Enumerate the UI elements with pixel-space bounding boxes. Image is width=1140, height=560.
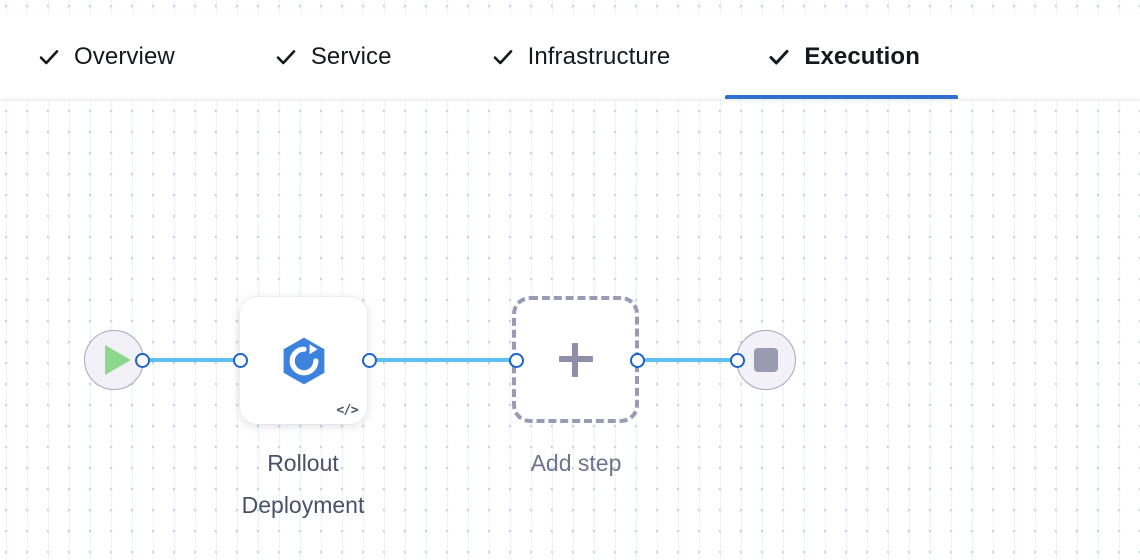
check-icon (768, 46, 790, 68)
code-icon: </> (336, 403, 358, 418)
tab-overview[interactable]: Overview (38, 14, 175, 99)
step-node-rollout-label: Rollout Deployment (241, 450, 365, 518)
step-node-rollout-deployment[interactable]: </> (240, 297, 367, 424)
tab-infrastructure-label: Infrastructure (527, 42, 671, 70)
port-rollout-input[interactable] (233, 352, 248, 368)
add-step-label: Add step (530, 450, 622, 476)
tab-overview-label: Overview (74, 42, 175, 70)
tab-infrastructure[interactable]: Infrastructure (492, 14, 671, 99)
tab-service-label: Service (310, 42, 392, 70)
pipeline-tab-bar: Overview Service Infrastructure (0, 14, 1140, 99)
port-addstep-output[interactable] (630, 352, 645, 368)
active-tab-underline (725, 95, 958, 99)
pipeline-start-node[interactable] (84, 330, 144, 390)
check-icon (38, 46, 60, 68)
check-icon (492, 46, 514, 68)
pipeline-end-node[interactable] (736, 330, 796, 390)
port-rollout-output[interactable] (362, 352, 377, 368)
tab-execution[interactable]: Execution (725, 14, 958, 99)
add-step-node[interactable] (512, 296, 639, 423)
check-icon (275, 46, 297, 68)
port-end-input[interactable] (730, 352, 745, 368)
tab-service[interactable]: Service (275, 14, 392, 99)
edge-rollout-to-addstep[interactable] (366, 358, 518, 362)
tab-list: Overview Service Infrastructure (0, 14, 1140, 99)
rollout-icon (278, 335, 330, 387)
tab-execution-label: Execution (804, 42, 920, 70)
edge-addstep-to-end[interactable] (634, 358, 742, 362)
stop-icon (754, 348, 778, 372)
play-icon (105, 345, 131, 375)
port-addstep-input[interactable] (509, 352, 524, 368)
port-start-output[interactable] (135, 352, 150, 368)
plus-icon (558, 342, 593, 377)
edge-start-to-rollout[interactable] (138, 358, 246, 362)
